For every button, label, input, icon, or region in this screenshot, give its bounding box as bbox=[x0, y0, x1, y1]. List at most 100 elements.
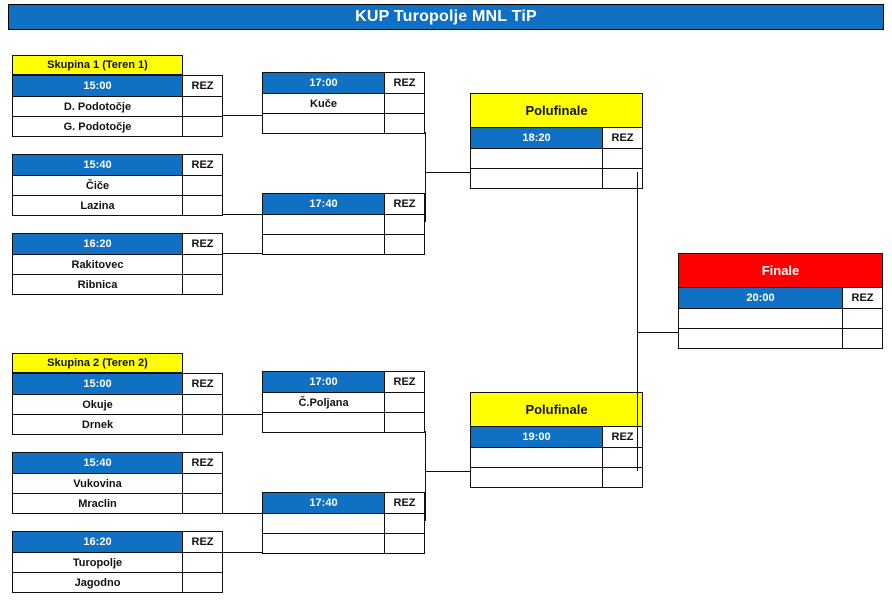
team-row-home[interactable]: Čiče bbox=[13, 175, 222, 195]
score-cell[interactable] bbox=[842, 309, 882, 328]
team-row-home[interactable]: Turopolje bbox=[13, 552, 222, 572]
team-name bbox=[471, 169, 602, 188]
team-row-home[interactable] bbox=[471, 447, 642, 467]
connector-g2m3-qfbot2 bbox=[223, 552, 262, 553]
team-row-away[interactable] bbox=[471, 168, 642, 188]
team-row-home[interactable] bbox=[263, 214, 424, 234]
team-row-away[interactable]: G. Podotočje bbox=[13, 116, 222, 136]
team-name bbox=[471, 448, 602, 467]
group-2-label: Skupina 2 (Teren 2) bbox=[12, 353, 183, 373]
score-cell[interactable] bbox=[182, 395, 222, 414]
match-g1-1[interactable]: 15:00 REZ D. Podotočje G. Podotočje bbox=[12, 75, 223, 137]
connector-semifinal-vertical bbox=[637, 172, 638, 471]
match-time-row: 16:20 REZ bbox=[13, 532, 222, 552]
match-qf-top-2[interactable]: 17:40 REZ bbox=[262, 193, 425, 255]
rez-header: REZ bbox=[182, 532, 222, 552]
team-row-home[interactable] bbox=[679, 308, 882, 328]
match-g2-3[interactable]: 16:20 REZ Turopolje Jagodno bbox=[12, 531, 223, 593]
rez-header: REZ bbox=[182, 155, 222, 175]
match-g2-2[interactable]: 15:40 REZ Vukovina Mraclin bbox=[12, 452, 223, 514]
match-semifinal-2[interactable]: Polufinale 19:00 REZ bbox=[470, 392, 643, 488]
score-cell[interactable] bbox=[182, 196, 222, 215]
team-row-home[interactable]: Č.Poljana bbox=[263, 392, 424, 412]
rez-header: REZ bbox=[384, 194, 424, 214]
semifinal-1-label: Polufinale bbox=[471, 94, 642, 128]
score-cell[interactable] bbox=[182, 553, 222, 572]
connector-qfbot-vertical bbox=[425, 431, 426, 521]
team-row-home[interactable] bbox=[263, 513, 424, 533]
group-1-label: Skupina 1 (Teren 1) bbox=[12, 55, 183, 75]
team-name bbox=[679, 329, 842, 348]
score-cell[interactable] bbox=[182, 255, 222, 274]
score-cell[interactable] bbox=[182, 474, 222, 493]
connector-semifinal-to-final bbox=[637, 332, 678, 333]
match-g2-1[interactable]: 15:00 REZ Okuje Drnek bbox=[12, 373, 223, 435]
connector-g2m2-qfbot2 bbox=[223, 513, 262, 514]
match-g1-2[interactable]: 15:40 REZ Čiče Lazina bbox=[12, 154, 223, 216]
score-cell[interactable] bbox=[384, 534, 424, 553]
score-cell[interactable] bbox=[384, 94, 424, 113]
match-qf-bottom-1[interactable]: 17:00 REZ Č.Poljana bbox=[262, 371, 425, 433]
team-row-away[interactable] bbox=[263, 234, 424, 254]
team-name bbox=[263, 215, 384, 234]
final-label: Finale bbox=[679, 254, 882, 288]
score-cell[interactable] bbox=[384, 215, 424, 234]
team-name: Okuje bbox=[13, 395, 182, 414]
team-row-away[interactable]: Lazina bbox=[13, 195, 222, 215]
score-cell[interactable] bbox=[182, 117, 222, 136]
team-row-home[interactable]: Kuče bbox=[263, 93, 424, 113]
match-time: 17:40 bbox=[263, 493, 384, 513]
team-row-away[interactable] bbox=[471, 467, 642, 487]
team-row-home[interactable]: D. Podotočje bbox=[13, 96, 222, 116]
team-name: Turopolje bbox=[13, 553, 182, 572]
rez-header: REZ bbox=[842, 288, 882, 308]
team-row-away[interactable] bbox=[679, 328, 882, 348]
match-time-row: 20:00 REZ bbox=[679, 288, 882, 308]
team-row-away[interactable]: Mraclin bbox=[13, 493, 222, 513]
score-cell[interactable] bbox=[384, 393, 424, 412]
score-cell[interactable] bbox=[182, 494, 222, 513]
team-row-home[interactable]: Rakitovec bbox=[13, 254, 222, 274]
rez-header: REZ bbox=[384, 372, 424, 392]
team-name bbox=[263, 114, 384, 133]
score-cell[interactable] bbox=[182, 415, 222, 434]
connector-g1m2-qftop2 bbox=[223, 214, 262, 215]
team-row-away[interactable]: Jagodno bbox=[13, 572, 222, 592]
team-row-away[interactable]: Ribnica bbox=[13, 274, 222, 294]
score-cell[interactable] bbox=[602, 169, 642, 188]
score-cell[interactable] bbox=[384, 114, 424, 133]
match-qf-top-1[interactable]: 17:00 REZ Kuče bbox=[262, 72, 425, 134]
match-g1-3[interactable]: 16:20 REZ Rakitovec Ribnica bbox=[12, 233, 223, 295]
team-row-home[interactable] bbox=[471, 148, 642, 168]
match-time-row: 19:00 REZ bbox=[471, 427, 642, 447]
match-semifinal-1[interactable]: Polufinale 18:20 REZ bbox=[470, 93, 643, 189]
score-cell[interactable] bbox=[842, 329, 882, 348]
score-cell[interactable] bbox=[182, 176, 222, 195]
team-name: Mraclin bbox=[13, 494, 182, 513]
team-row-away[interactable] bbox=[263, 113, 424, 133]
match-time: 17:00 bbox=[263, 372, 384, 392]
team-row-away[interactable]: Drnek bbox=[13, 414, 222, 434]
connector-g1m3-qftop2 bbox=[223, 253, 262, 254]
team-row-away[interactable] bbox=[263, 412, 424, 432]
team-row-away[interactable] bbox=[263, 533, 424, 553]
match-final[interactable]: Finale 20:00 REZ bbox=[678, 253, 883, 349]
team-row-home[interactable]: Okuje bbox=[13, 394, 222, 414]
rez-header: REZ bbox=[182, 234, 222, 254]
score-cell[interactable] bbox=[384, 514, 424, 533]
score-cell[interactable] bbox=[182, 275, 222, 294]
score-cell[interactable] bbox=[182, 97, 222, 116]
score-cell[interactable] bbox=[182, 573, 222, 592]
match-qf-bottom-2[interactable]: 17:40 REZ bbox=[262, 492, 425, 554]
score-cell[interactable] bbox=[602, 149, 642, 168]
match-time: 15:40 bbox=[13, 155, 182, 175]
score-cell[interactable] bbox=[384, 413, 424, 432]
match-time-row: 15:00 REZ bbox=[13, 374, 222, 394]
team-name: Jagodno bbox=[13, 573, 182, 592]
rez-header: REZ bbox=[602, 128, 642, 148]
team-row-home[interactable]: Vukovina bbox=[13, 473, 222, 493]
score-cell[interactable] bbox=[602, 468, 642, 487]
score-cell[interactable] bbox=[384, 235, 424, 254]
score-cell[interactable] bbox=[602, 448, 642, 467]
team-name: Čiče bbox=[13, 176, 182, 195]
